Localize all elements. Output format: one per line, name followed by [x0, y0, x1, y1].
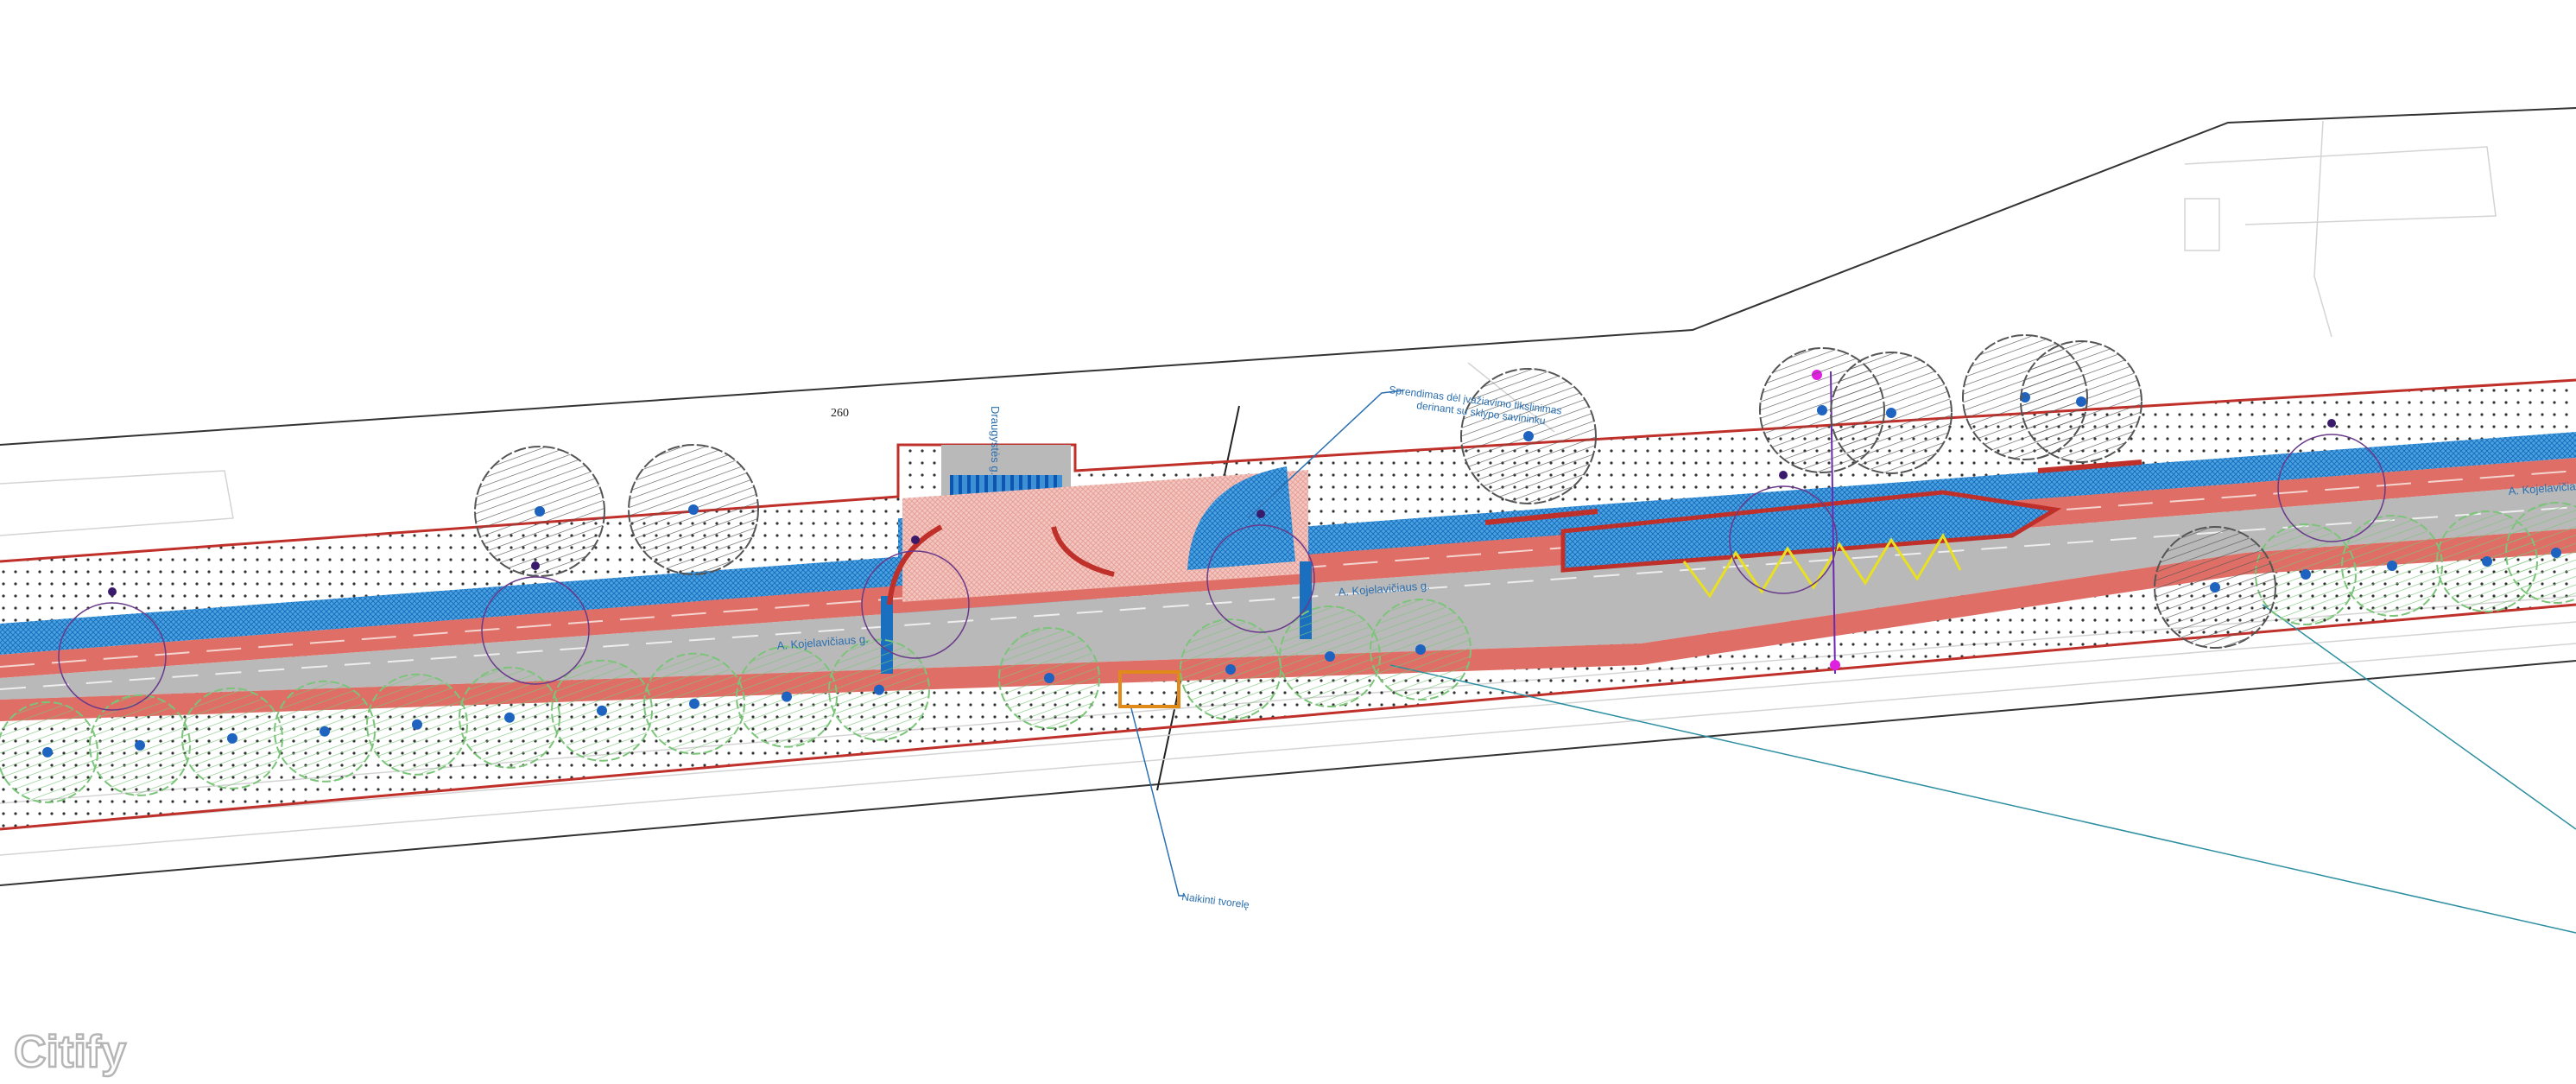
parcel-boundary-bottom — [0, 660, 2576, 886]
tree-center-dot — [782, 691, 792, 702]
tree-center-dot — [1225, 664, 1236, 675]
parcel-number: 260 — [831, 407, 849, 420]
tree-center-dot — [1325, 651, 1335, 662]
tree-center-dot — [504, 712, 515, 723]
tree-center-dot — [2482, 556, 2492, 567]
tree-center-dot — [2076, 396, 2086, 407]
tree-center-dot — [1817, 405, 1827, 415]
tree-center-dot — [2387, 561, 2397, 571]
tree-center-dot — [1415, 644, 1426, 655]
leader-line-long-1 — [1389, 664, 2576, 934]
tree-center-dot — [227, 732, 237, 744]
tree-center-dot — [689, 698, 699, 709]
tree-center-dot — [2301, 569, 2311, 580]
tree-center-dot — [1044, 673, 1054, 683]
tree-center-dot — [688, 504, 699, 515]
tree-center-dot — [597, 705, 607, 716]
lamp-post-icon — [531, 561, 540, 570]
tree-center-dot — [535, 506, 545, 517]
lighting-radius — [2277, 434, 2386, 542]
citify-logo: Citify — [14, 1027, 126, 1077]
driveway-ramp — [1187, 466, 1295, 570]
parcel-boundary-top — [0, 107, 2576, 446]
median-island — [1560, 490, 2062, 573]
planned-tree — [2505, 502, 2576, 604]
leader-line-driveway — [1247, 390, 1404, 519]
curb-east — [1051, 526, 1115, 577]
lamp-post-icon — [108, 587, 117, 596]
tree-center-dot — [1886, 408, 1896, 418]
note-fence: Naikinti tvorelę — [1181, 891, 1250, 911]
tree-center-dot — [320, 726, 330, 737]
tree-center-dot — [1523, 431, 1534, 441]
lighting-radius — [1729, 485, 1838, 594]
road-marking-zigzag — [1682, 532, 1962, 599]
leader-line-long-2 — [2262, 604, 2576, 830]
curb-west — [887, 524, 943, 605]
survey-point-bottom — [1830, 660, 1840, 670]
street-label-3: A. Kojelavičiaus g. — [2508, 478, 2576, 498]
lighting-radius — [481, 576, 590, 685]
side-street-label: Draugystės g. — [989, 406, 1002, 475]
trees — [0, 334, 2576, 803]
lighting-radius — [1206, 524, 1315, 633]
fence-to-remove — [1118, 670, 1180, 708]
intersection-crossing — [902, 470, 1308, 602]
leader-line-fence — [1130, 707, 1185, 897]
tree-center-dot — [135, 739, 145, 751]
property-line-bottom — [0, 603, 2576, 831]
bus-stop-marking-2 — [1484, 509, 1598, 525]
lamp-post-icon — [911, 536, 920, 544]
tree-center-dot — [412, 719, 422, 730]
lighting-radius — [58, 602, 167, 711]
lamp-post-icon — [2327, 419, 2336, 428]
tree-center-dot — [2551, 548, 2561, 558]
lamp-post-icon — [1256, 510, 1265, 518]
lamp-post-icon — [1779, 471, 1788, 479]
lighting-radius — [861, 550, 970, 659]
bus-stop-marking — [2037, 460, 2142, 473]
tree-center-dot — [874, 684, 884, 695]
tree-center-dot — [2210, 582, 2220, 593]
tree-center-dot — [42, 746, 53, 758]
bike-lane-marking — [0, 470, 2576, 668]
